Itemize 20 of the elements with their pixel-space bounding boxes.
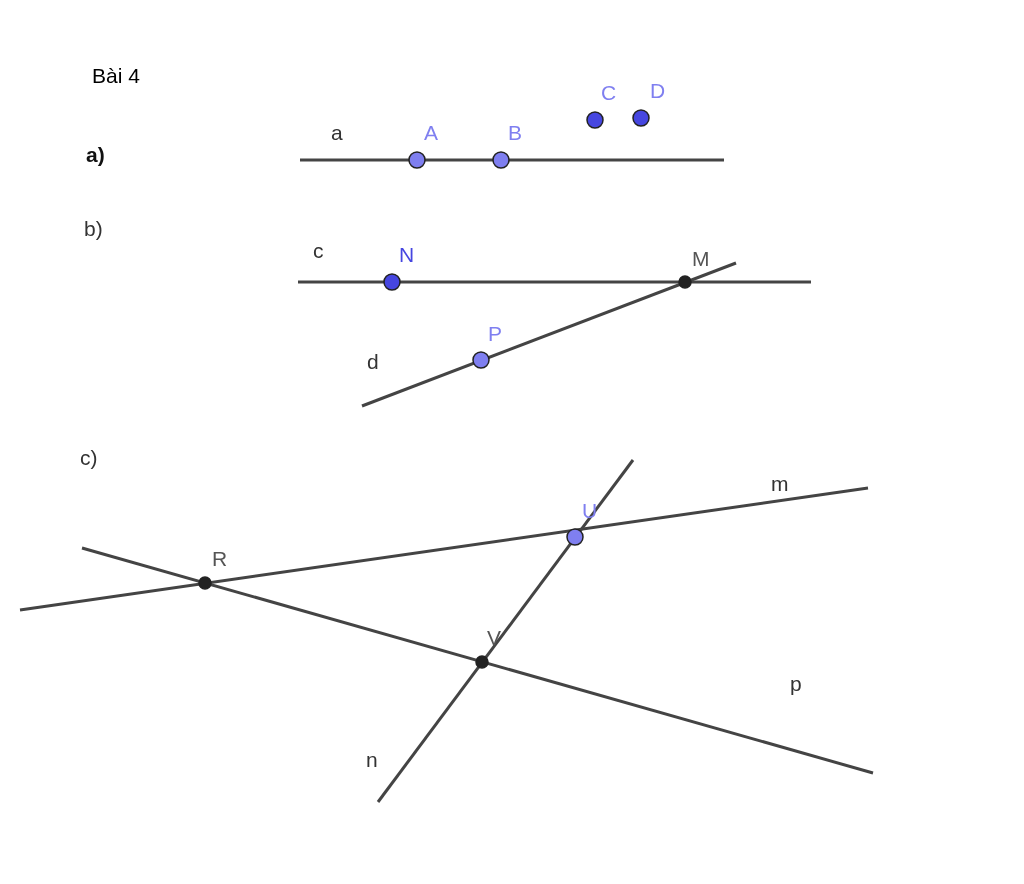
point-label: A: [424, 122, 438, 143]
point-label: P: [488, 323, 502, 344]
line-label: c: [313, 240, 324, 261]
line-label: a: [331, 122, 343, 143]
point-label: N: [399, 244, 415, 265]
line-label: a): [86, 144, 105, 165]
line-label: c): [80, 447, 98, 468]
line-label: d: [367, 351, 379, 372]
line-label: m: [771, 473, 789, 494]
point-label: V: [487, 627, 501, 648]
line-label: p: [790, 673, 802, 694]
point-label: C: [601, 82, 617, 103]
title: Bài 4: [92, 65, 140, 86]
line-label: b): [84, 218, 103, 239]
point-label: D: [650, 80, 666, 101]
point-label: M: [692, 248, 710, 269]
point-label: B: [508, 122, 522, 143]
point-label: R: [212, 548, 228, 569]
point-label: U: [582, 500, 598, 521]
line-label: n: [366, 749, 378, 770]
